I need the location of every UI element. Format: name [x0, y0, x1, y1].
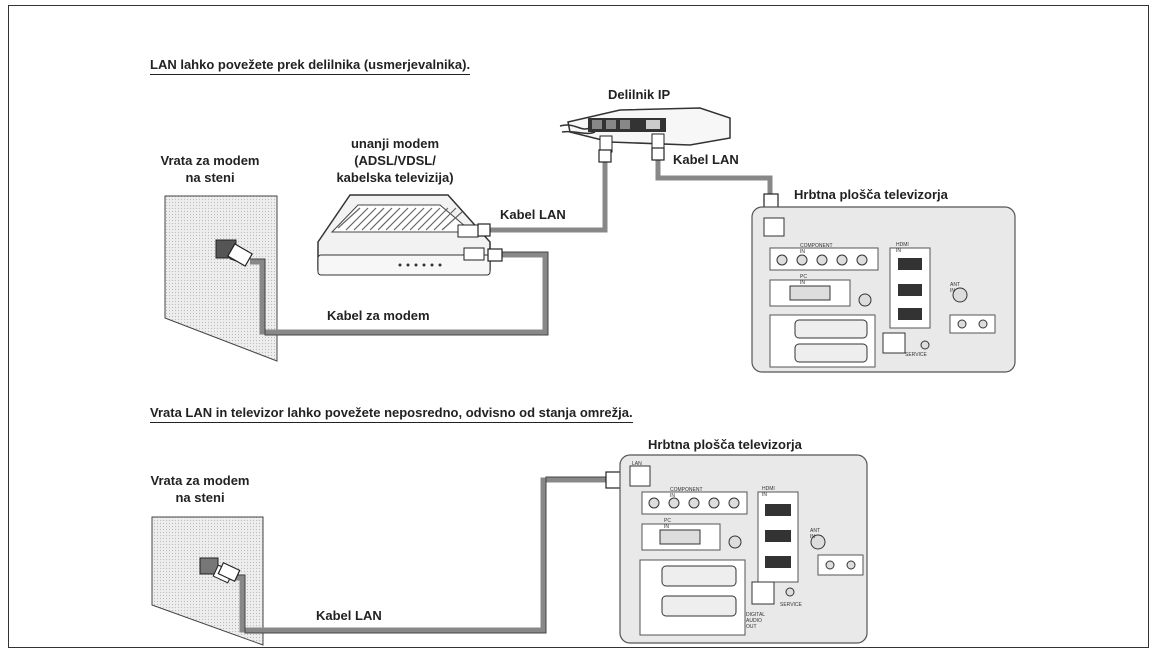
wall-label-2-line1: Vrata za modem — [150, 473, 250, 488]
panel2-ant-label: ANT IN — [810, 528, 820, 540]
tv-back-panel-2 — [619, 454, 868, 644]
wall-panel-2 — [151, 516, 264, 646]
tv-back-label-1: Hrbtna plošča televizorja — [794, 187, 948, 202]
panel1-pc-label: PC IN — [800, 274, 807, 286]
cable-lan-label-router: Kabel LAN — [673, 152, 739, 167]
external-modem — [317, 194, 491, 276]
modem-label: unanji modem (ADSL/VDSL/ kabelska televi… — [320, 135, 470, 186]
wall-label-1: Vrata za modem na steni — [145, 152, 275, 186]
panel2-hdmi-label: HDMI IN — [762, 486, 775, 498]
section1-heading: LAN lahko povežete prek delilnika (usmer… — [150, 57, 471, 75]
panel1-service-label: SERVICE — [905, 352, 927, 358]
cable-lan-label-modem: Kabel LAN — [500, 207, 566, 222]
panel2-component-label: COMPONENT IN — [670, 487, 703, 499]
modem-label-line1: unanji modem — [350, 136, 440, 151]
modem-label-line2: (ADSL/VDSL/ — [354, 153, 436, 168]
wall-label-1-line1: Vrata za modem — [160, 153, 260, 168]
ip-router — [559, 107, 731, 153]
panel2-lan-label: LAN — [632, 461, 642, 467]
wall-label-2-line2: na steni — [175, 490, 225, 505]
panel1-ant-label: ANT IN — [950, 282, 960, 294]
section2-heading: Vrata LAN in televizor lahko povežete ne… — [150, 405, 633, 423]
router-label: Delilnik IP — [608, 87, 671, 102]
figure-frame — [8, 5, 1149, 648]
tv-back-label-2: Hrbtna plošča televizorja — [648, 437, 802, 452]
cable-lan-label-2: Kabel LAN — [316, 608, 382, 623]
panel1-hdmi-label: HDMI IN — [896, 242, 909, 254]
cable-modem-label: Kabel za modem — [327, 308, 430, 323]
tv-back-panel-1 — [751, 206, 1016, 373]
panel1-component-label: COMPONENT IN — [800, 243, 833, 255]
panel2-pc-label: PC IN — [664, 518, 671, 530]
panel2-service-label: SERVICE — [780, 602, 802, 608]
wall-label-2: Vrata za modem na steni — [135, 472, 265, 506]
wall-label-1-line2: na steni — [185, 170, 235, 185]
panel2-digital-audio-label: DIGITAL AUDIO OUT — [746, 612, 765, 630]
modem-label-line3: kabelska televizija) — [336, 170, 454, 185]
